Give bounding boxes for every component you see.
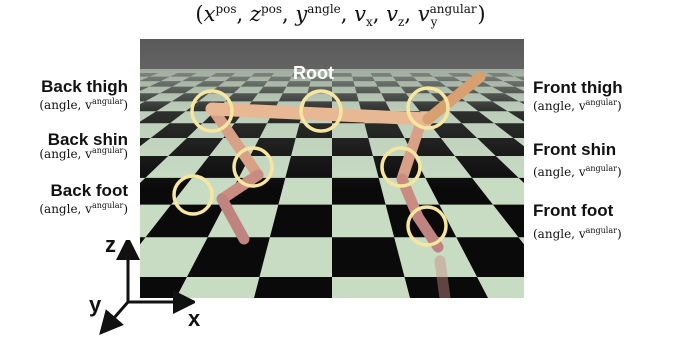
back-shin-marker [232, 146, 274, 188]
front-shin-marker [380, 146, 422, 188]
front-thigh-segment [396, 113, 428, 185]
formula-y-sup: angle [307, 2, 341, 16]
formula-vx-var: v [354, 2, 367, 26]
back-thigh-sub: (angle, vangular) [39, 97, 128, 112]
formula-close-paren: ) [477, 2, 486, 26]
front-thigh-marker [406, 86, 450, 130]
root-label: Root [293, 63, 334, 83]
formula-vz-sub: z [398, 15, 405, 30]
torso-segment [205, 102, 435, 126]
formula-vy-sup: angular [429, 2, 477, 16]
back-foot-sub: (angle, vangular) [39, 201, 128, 216]
formula-vy-var: v [417, 2, 430, 26]
back-foot-label: Back foot [50, 181, 128, 200]
back-shin-label: Back shin [47, 130, 128, 149]
y-axis-arrow [99, 301, 130, 336]
formula-x-sup: pos [215, 2, 237, 16]
formula-vx-sub: x [366, 15, 373, 30]
back-foot-segment [216, 193, 250, 245]
axes-gizmo [99, 240, 195, 336]
floor-tile [145, 204, 225, 238]
formula-x-var: x [203, 2, 216, 26]
formula-open-paren: ( [195, 2, 204, 26]
z-axis-label: z [105, 232, 116, 257]
floor-tile [269, 204, 332, 238]
joint-markers [172, 86, 450, 247]
floor-tile [253, 277, 332, 298]
head-segment [422, 71, 486, 125]
formula-z-var: z [249, 2, 261, 26]
formula-z-sup: pos [260, 2, 283, 16]
front-shin-sub: (angle, vangular) [533, 164, 622, 179]
front-foot-label: Front foot [533, 201, 614, 220]
back-shin-sub: (angle, vangular) [39, 146, 128, 161]
front-foot-reflection [434, 255, 451, 298]
formula-sep: , [340, 2, 355, 26]
observation-formula: (xpos, zpos, yangle, vx, vz, vangulary) [0, 2, 681, 29]
back-thigh-marker [190, 89, 234, 133]
formula-sep: , [404, 2, 418, 26]
floor-tile [404, 277, 489, 298]
formula-y-var: y [295, 2, 308, 26]
back-thigh-label: Back thigh [41, 77, 128, 96]
floor-tile [492, 204, 524, 238]
front-shin-label: Front shin [533, 140, 617, 159]
y-axis-label: y [89, 292, 102, 317]
floor-tile [456, 237, 524, 278]
front-foot-marker [406, 205, 448, 247]
back-shin-segment [216, 169, 264, 205]
root-marker [299, 89, 343, 133]
floor-tile [186, 237, 270, 278]
floor-tile [332, 237, 405, 278]
back-foot-marker [172, 174, 214, 216]
formula-sep: , [236, 2, 250, 26]
front-foot-sub: (angle, vangular) [533, 226, 622, 241]
cheetah-scene [140, 39, 524, 298]
x-axis-label: x [188, 306, 201, 331]
back-thigh-segment [208, 105, 264, 181]
formula-vy-sub: y [430, 15, 438, 30]
front-thigh-label: Front thigh [533, 78, 623, 97]
formula-sep: , [282, 2, 296, 26]
floor-tile [140, 237, 146, 245]
formula-sep: , [372, 2, 387, 26]
front-thigh-sub: (angle, vangular) [533, 98, 622, 113]
formula-vz-var: v [386, 2, 399, 26]
